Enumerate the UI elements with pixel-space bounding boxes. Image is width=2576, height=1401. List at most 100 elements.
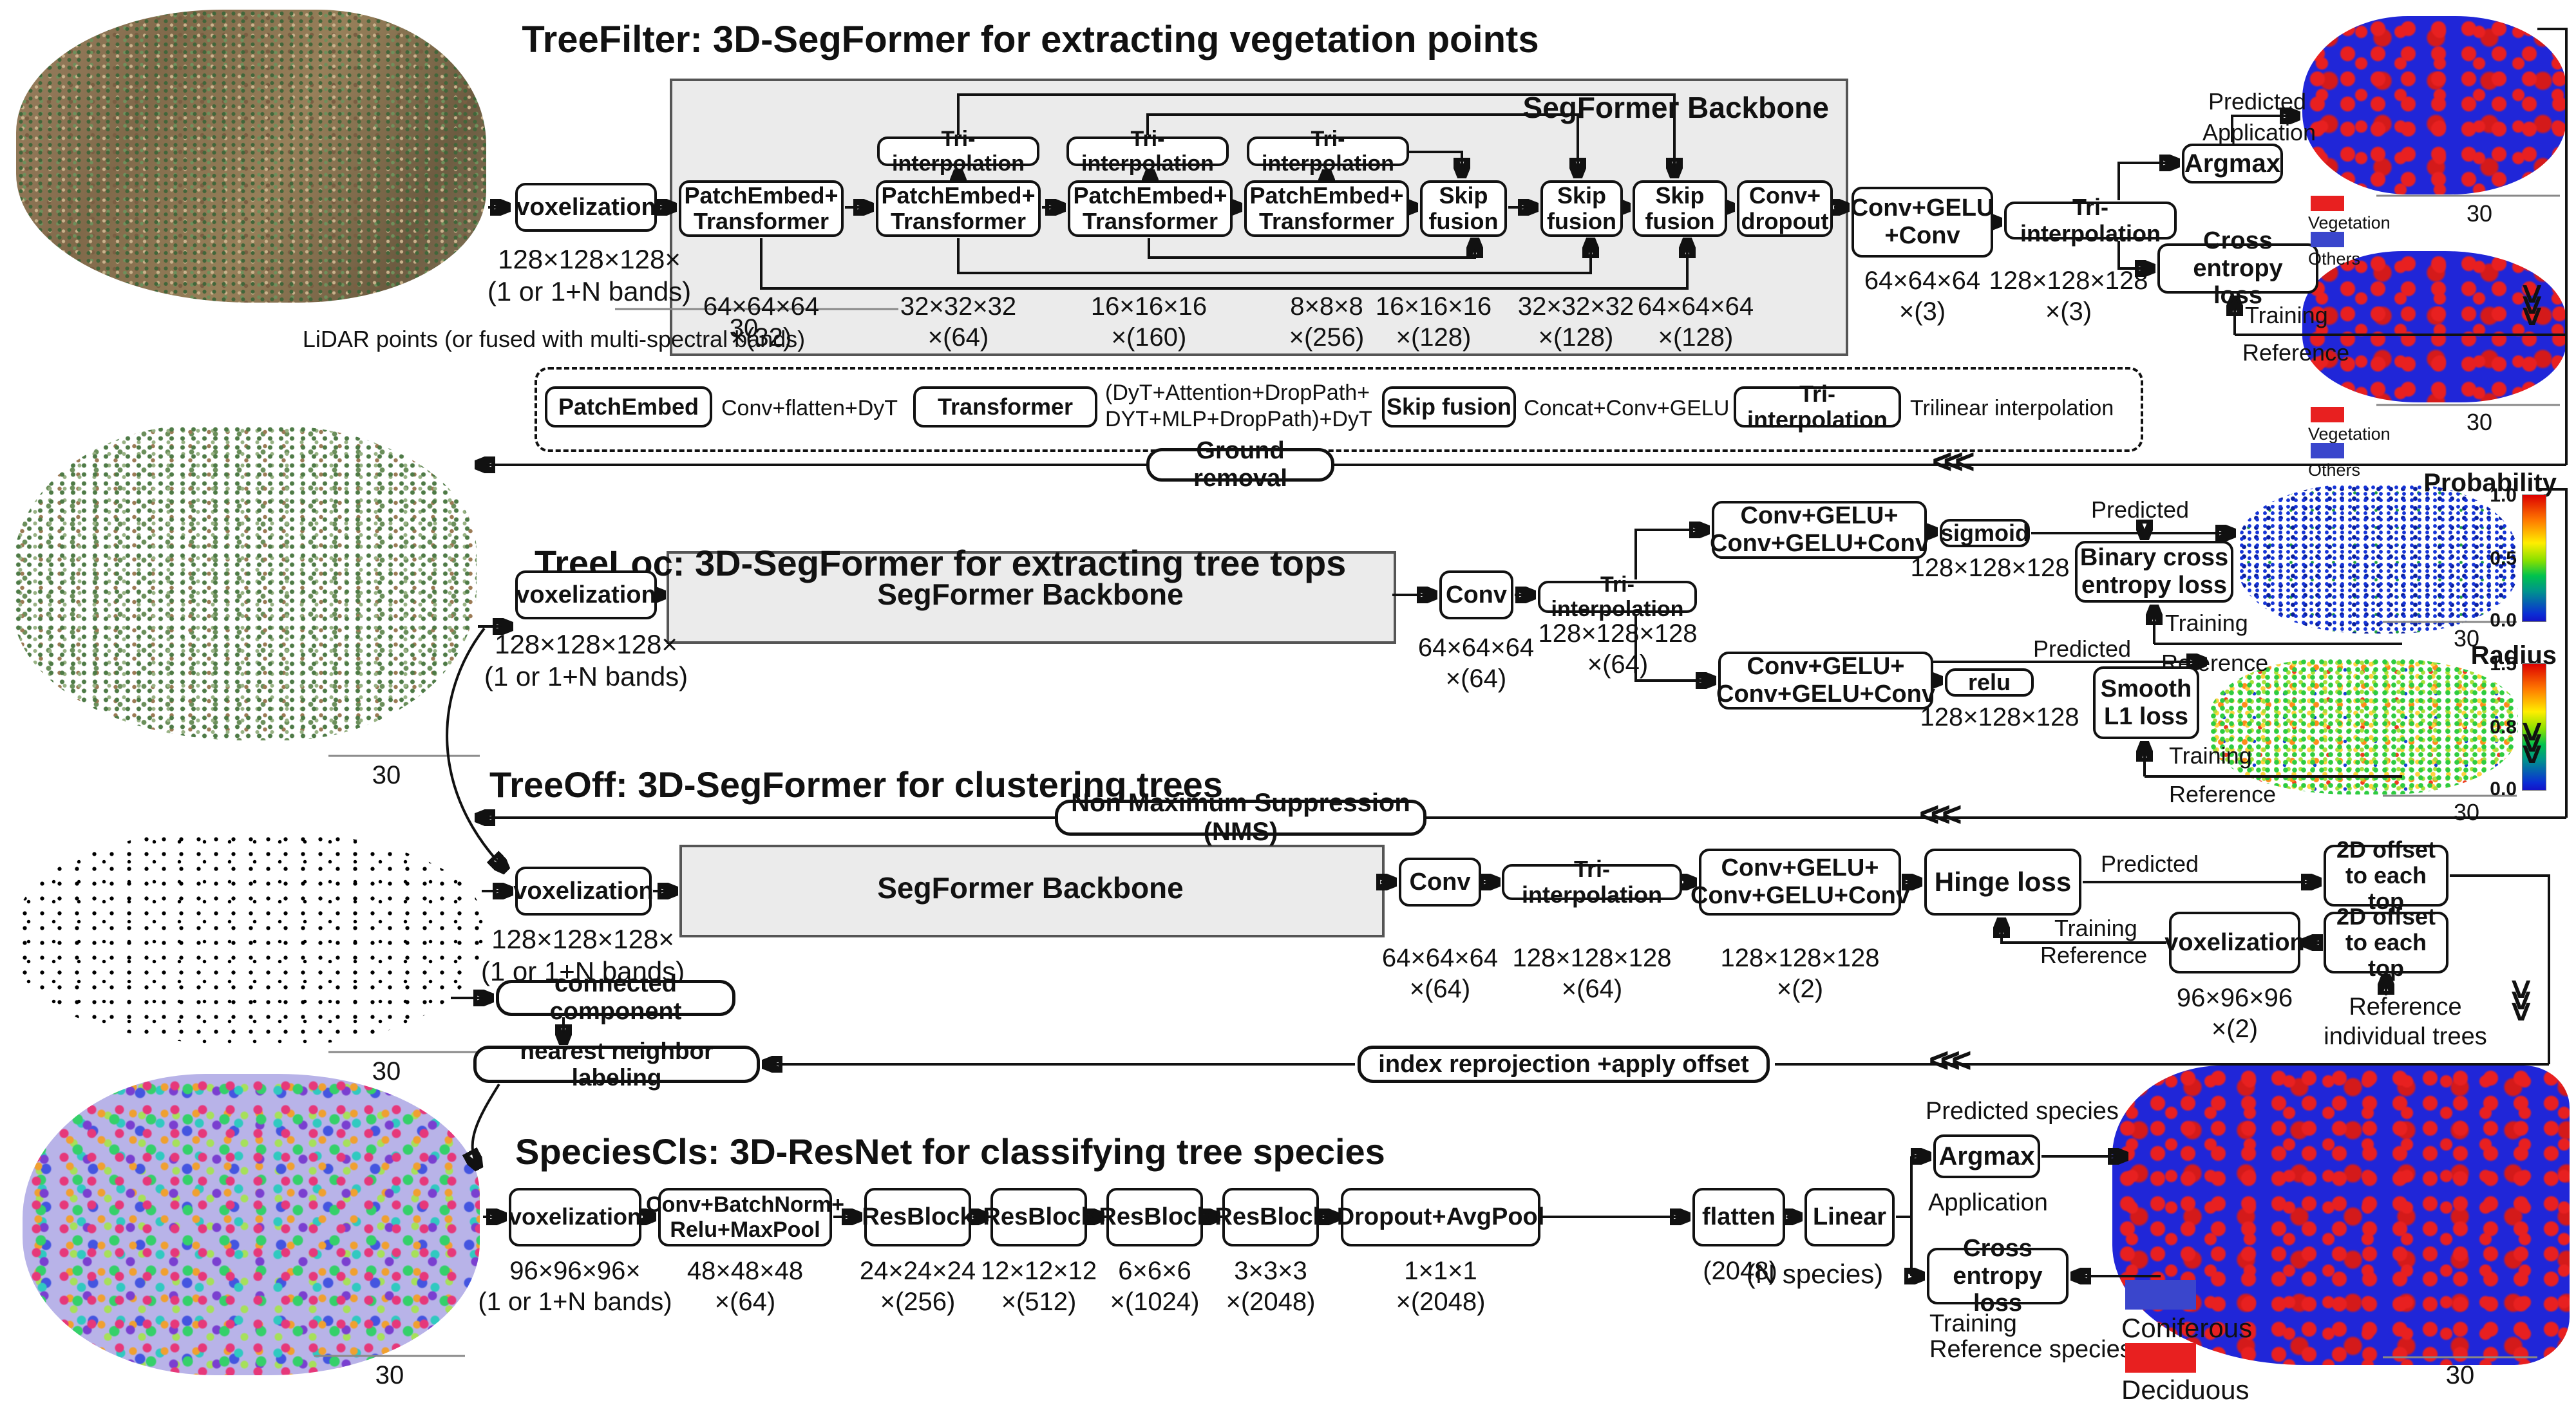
voxelization-box: voxelization: [515, 183, 657, 232]
smooth-l1-loss-box: Smooth L1 loss: [2093, 666, 2199, 739]
clustered-trees-image: [23, 1074, 480, 1375]
relu-dims: 128×128×128: [1920, 703, 2079, 731]
conv-batchnorm-box: Conv+BatchNorm+ Relu+MaxPool: [646, 1188, 844, 1246]
probability-colorbar: [2522, 494, 2546, 622]
segformer-backbone-panel: [667, 551, 1396, 644]
skip-fusion-box: Skip fusion: [1633, 180, 1727, 237]
others-legend: Others: [2308, 460, 2361, 480]
voxelization-box: voxelization: [515, 570, 657, 619]
backbone-title: SegFormer Backbone: [877, 578, 1184, 611]
patchembed-transformer-box: PatchEmbed+ Transformer: [1244, 180, 1409, 237]
vegetation-swatch: [2311, 196, 2344, 211]
flatten-dims: (2048): [1703, 1257, 1777, 1285]
conv-box: Conv: [1439, 570, 1513, 619]
deciduous-swatch: [2125, 1343, 2196, 1373]
others-legend: Others: [2308, 249, 2361, 268]
predicted-label: Predicted: [2208, 88, 2307, 115]
radius-colorbar: [2522, 663, 2546, 791]
scale-label: 30: [2466, 409, 2493, 435]
chevrons-left-icon: <<<: [1932, 442, 1975, 481]
training-label: Training: [2169, 742, 2252, 769]
conv-gelu-head-box: Conv+GELU+ Conv+GELU+Conv: [1710, 501, 1929, 559]
tri-interpolation-box: Tri-interpolation: [2004, 194, 2177, 246]
reference-label: Reference: [2169, 781, 2277, 807]
transformer-desc: (DyT+Attention+DropPath+ DYT+MLP+DropPat…: [1105, 381, 1372, 431]
tri-interpolation-desc: Trilinear interpolation: [1910, 396, 2114, 420]
coniferous-swatch: [2125, 1280, 2196, 1310]
patchembed-transformer-box: PatchEmbed+ Transformer: [1068, 180, 1233, 237]
n-species-label: (N species): [1746, 1259, 1884, 1289]
species-map: [2112, 1066, 2570, 1365]
chevrons-left-icon: <<<: [1919, 795, 1962, 834]
sigmoid-box: sigmoid: [1940, 519, 2030, 547]
vegetation-legend: Vegetation: [2308, 424, 2391, 444]
stage-dims: 3×3×3 ×(2048): [1226, 1257, 1316, 1316]
vegetation-swatch: [2311, 407, 2344, 422]
conv-gelu-head-box: Conv+GELU+ Conv+GELU+Conv: [1716, 652, 1935, 710]
nearest-neighbor-box: nearest neighbor labeling: [473, 1038, 760, 1091]
voxelization-box: voxelization: [2164, 912, 2305, 973]
argmax-box: Argmax: [2182, 144, 2283, 183]
tri-dims: 128×128×128 ×(64): [1512, 944, 1672, 1003]
patchembed-transformer-box: PatchEmbed+ Transformer: [876, 180, 1041, 237]
nms-box: Non Maximum Suppression (NMS): [1055, 789, 1426, 846]
stage-dims: 24×24×24 ×(256): [859, 1257, 976, 1316]
training-label: Training: [2245, 302, 2328, 328]
patchembed-desc: Conv+flatten+DyT: [721, 396, 898, 420]
deciduous-legend: Deciduous: [2121, 1375, 2249, 1401]
index-reprojection-box: index reprojection +apply offset: [1358, 1046, 1770, 1083]
reference-label: Reference: [2040, 942, 2148, 968]
others-swatch: [2311, 443, 2344, 458]
colorbar-tick: 0.0: [2490, 610, 2517, 631]
chevrons-down-icon: <<<: [2501, 988, 2541, 1022]
stage-dims: 8×8×8 ×(256): [1289, 292, 1365, 352]
predicted-species-label: Predicted species: [1926, 1098, 2119, 1125]
colorbar-tick: 1.5: [2490, 653, 2517, 675]
head-dims: 128×128×128 ×(3): [1989, 267, 2148, 326]
resblock-box: ResBlock: [983, 1188, 1095, 1246]
conv-box: Conv: [1399, 858, 1481, 907]
treeloc-title: TreeLoc: 3D-SegFormer for extracting tre…: [535, 543, 1347, 583]
vegetation-legend: Vegetation: [2308, 213, 2391, 232]
scale-label: 30: [2453, 799, 2480, 825]
predicted-vegetation-map: [2302, 16, 2566, 194]
reference-species-label: Reference species: [1929, 1336, 2132, 1363]
tri-dims: 128×128×128 ×(64): [1538, 619, 1698, 679]
argmax-box: Argmax: [1933, 1134, 2040, 1178]
colorbar-tick: 0.0: [2490, 778, 2517, 800]
treefilter-title: TreeFilter: 3D-SegFormer for extracting …: [522, 19, 1539, 61]
reference-label: Reference: [2242, 339, 2350, 366]
ref-vox-dims: 96×96×96 ×(2): [2176, 984, 2293, 1043]
resblock-box: ResBlock: [1215, 1188, 1327, 1246]
tree-tops-image: [16, 832, 483, 1044]
voxelization-box: voxelization: [509, 1188, 641, 1246]
resblock-box: ResBlock: [862, 1188, 974, 1246]
skip-fusion-box: Skip fusion: [1540, 180, 1623, 237]
skip-dims: 16×16×16 ×(128): [1375, 292, 1492, 352]
colorbar-tick: 0.5: [2490, 548, 2517, 569]
vegetation-points-image: [13, 425, 477, 740]
speciescls-title: SpeciesCls: 3D-ResNet for classifying tr…: [515, 1131, 1385, 1172]
stage-dims: 16×16×16 ×(160): [1090, 292, 1208, 352]
conv-dims: 64×64×64 ×(64): [1381, 944, 1499, 1003]
voxelization-box: voxelization: [513, 867, 654, 916]
scale-label: 30: [2453, 625, 2480, 652]
sigmoid-dims: 128×128×128: [1910, 554, 2070, 582]
coniferous-legend: Coniferous: [2121, 1313, 2253, 1343]
input-dims: 128×128×128× (1 or 1+N bands): [487, 244, 692, 307]
connected-component-box: connected component: [496, 970, 735, 1025]
stage-dims: 96×96×96× (1 or 1+N bands): [478, 1257, 672, 1316]
skip-fusion-desc: Concat+Conv+GELU: [1524, 396, 1730, 420]
colorbar-tick: 1.0: [2490, 485, 2517, 506]
tri-interpolation-box: Tri-interpolation: [877, 127, 1039, 176]
head-dims: 64×64×64 ×(3): [1864, 267, 1981, 326]
offset-to-top-box: 2D offset to each top: [2324, 836, 2448, 914]
skip-dims: 32×32×32 ×(128): [1517, 292, 1634, 352]
predicted-label: Predicted: [2100, 851, 2199, 877]
training-label: Training: [1929, 1310, 2017, 1337]
binary-cross-entropy-box: Binary cross entropy loss: [2075, 541, 2233, 603]
transformer-legend-box: Transformer: [913, 386, 1097, 428]
backbone-title: SegFormer Backbone: [1522, 91, 1829, 124]
